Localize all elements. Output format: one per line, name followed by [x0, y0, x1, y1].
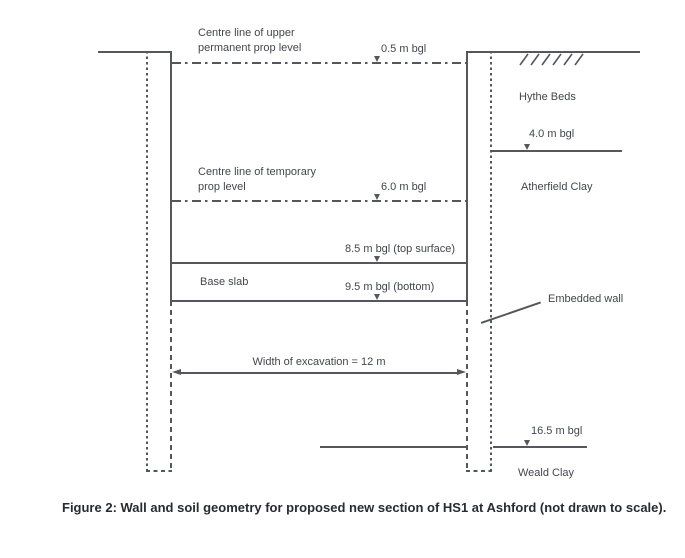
ground-hatch-icon: [519, 53, 584, 66]
left-wall-inner-face: [170, 51, 172, 301]
level-marker-icon: [524, 144, 530, 150]
upper-prop-label: Centre line of upper permanent prop leve…: [198, 26, 301, 56]
left-wall-outer-face: [146, 51, 148, 472]
base-slab-label: Base slab: [200, 276, 249, 288]
temporary-prop-label: Centre line of temporary prop level: [198, 165, 316, 195]
temporary-prop-label-line2: prop level: [198, 181, 246, 193]
hythe-beds-label: Hythe Beds: [519, 91, 576, 103]
level-marker-icon: [374, 56, 380, 62]
hythe-atherfield-boundary-line: [492, 150, 622, 152]
right-wall-inner-face-embedded: [466, 301, 468, 471]
embedded-wall-label: Embedded wall: [548, 293, 624, 305]
left-wall-inner-face-embedded: [170, 301, 172, 471]
hythe-bottom-depth-label: 4.0 m bgl: [529, 128, 575, 140]
upper-prop-label-line2: permanent prop level: [198, 42, 302, 54]
left-wall-toe: [146, 470, 172, 472]
level-marker-icon: [374, 294, 380, 300]
base-slab-bottom-line: [172, 300, 466, 302]
dimension-arrowhead-left-icon: [172, 369, 181, 375]
upper-prop-depth-label: 0.5 m bgl: [381, 43, 427, 55]
ground-surface-line-right: [468, 51, 640, 53]
atherfield-bottom-depth-label: 16.5 m bgl: [531, 425, 583, 437]
atherfield-weald-boundary-line-right: [493, 446, 587, 448]
upper-prop-centre-line: [172, 62, 466, 64]
temporary-prop-label-line1: Centre line of temporary: [198, 166, 316, 178]
right-wall-toe: [466, 470, 492, 472]
level-marker-icon: [524, 440, 530, 446]
temporary-prop-centre-line: [172, 200, 466, 202]
atherfield-weald-boundary-line-left: [320, 446, 466, 448]
slab-bottom-depth-label: 9.5 m bgl (bottom): [345, 281, 435, 293]
temporary-prop-depth-label: 6.0 m bgl: [381, 181, 427, 193]
figure-caption: Figure 2: Wall and soil geometry for pro…: [62, 500, 667, 515]
right-wall-outer-face: [490, 51, 492, 472]
level-marker-icon: [374, 194, 380, 200]
excavation-width-label: Width of excavation = 12 m: [252, 356, 386, 368]
atherfield-clay-label: Atherfield Clay: [521, 181, 593, 193]
base-slab-top-line: [172, 262, 466, 264]
excavation-width-dimension-line: [179, 372, 459, 374]
right-wall-inner-face: [466, 51, 468, 301]
dimension-arrowhead-right-icon: [457, 369, 466, 375]
slab-top-depth-label: 8.5 m bgl (top surface): [345, 243, 456, 255]
ground-surface-line-left: [98, 51, 172, 53]
level-marker-icon: [374, 256, 380, 262]
upper-prop-label-line1: Centre line of upper: [198, 27, 295, 39]
weald-clay-label: Weald Clay: [518, 467, 575, 479]
